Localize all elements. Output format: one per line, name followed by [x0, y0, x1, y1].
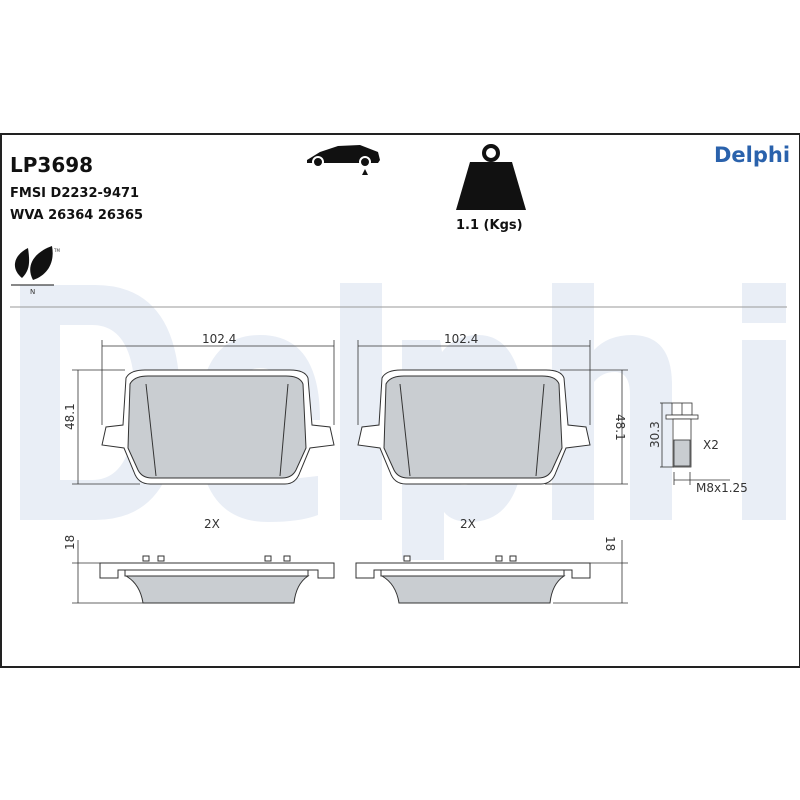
pad-thickness-right: 18	[603, 536, 617, 551]
pad-front-left	[101, 369, 335, 485]
weight-label: 1.1 (Kgs)	[456, 218, 523, 233]
bolt-length: 30.3	[648, 421, 662, 448]
brand-logo: Delphi	[714, 143, 791, 167]
weight-icon	[456, 144, 526, 210]
pad-quantity-left: 2X	[204, 517, 220, 531]
pad-side-left	[99, 555, 335, 604]
pad-quantity-right: 2X	[460, 517, 476, 531]
dimension-lines	[72, 340, 628, 604]
wva-code: WVA 26364 26365	[10, 208, 144, 223]
eco-letter: N	[30, 288, 35, 296]
bolt-thread: M8x1.25	[696, 481, 748, 495]
pad-side-right	[355, 555, 591, 604]
pad-thickness-left: 18	[63, 535, 77, 550]
fmsi-code: FMSI D2232-9471	[10, 186, 140, 201]
part-number: LP3698	[10, 153, 94, 177]
eco-leaf-icon: TM N	[11, 246, 60, 296]
pad-width-right: 102.4	[444, 332, 478, 346]
eco-tm: TM	[53, 248, 60, 253]
car-rear-axle-icon	[307, 145, 380, 175]
pad-height-right: 48.1	[613, 414, 627, 441]
pad-width-left: 102.4	[202, 332, 236, 346]
bolt-quantity: X2	[703, 438, 719, 452]
pad-front-right	[357, 369, 591, 485]
pad-height-left: 48.1	[63, 403, 77, 430]
bolt-icon	[660, 402, 730, 485]
